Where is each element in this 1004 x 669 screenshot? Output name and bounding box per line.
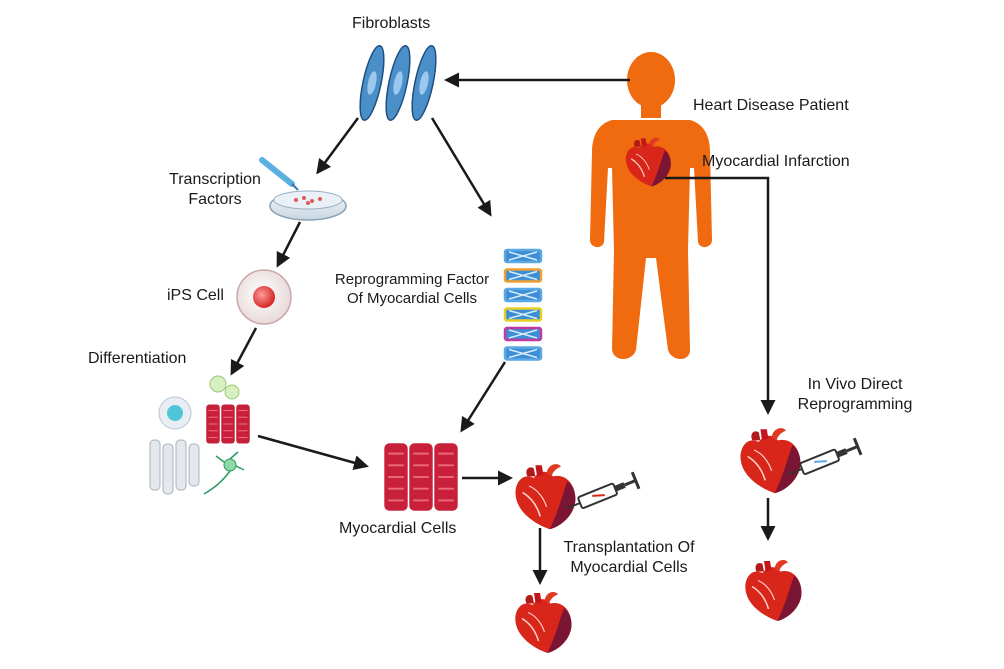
label-ips-cell: iPS Cell [167, 287, 224, 304]
label-fibroblasts: Fibroblasts [352, 15, 431, 32]
transplant-result-heart [514, 591, 573, 654]
reprogramming-factor-band-3 [508, 290, 538, 300]
label-invivo-line1: In Vivo Direct [807, 376, 903, 393]
label-myocardial-infarction: Myocardial Infarction [702, 153, 850, 170]
label-transcription-line2: Factors [188, 191, 242, 208]
patient-silhouette [590, 52, 712, 359]
label-myocardial-cells: Myocardial Cells [339, 520, 457, 537]
reprogramming-factor-band-2 [508, 270, 538, 281]
label-heart-disease-patient: Heart Disease Patient [693, 97, 849, 114]
label-invivo-line2: Reprogramming [797, 396, 913, 413]
ips-cell [236, 269, 292, 325]
reprogramming-factor-band-4 [508, 309, 538, 320]
reprogramming-factor-band-1 [508, 251, 538, 261]
arrow-factors-to-myocardial [460, 361, 507, 433]
invivo-syringe [784, 436, 863, 485]
transplant-syringe [562, 470, 641, 519]
invivo-result-heart [744, 559, 803, 622]
reprogramming-factors [503, 248, 543, 361]
reprogramming-factor-band-5 [508, 329, 538, 339]
arrow-dish-to-ips [276, 221, 302, 268]
label-reprogramming-factor: Reprogramming Factor Of Myocardial Cells [322, 271, 502, 309]
arrow-fibroblasts-to-dish [316, 117, 360, 175]
label-transplantation-line2: Myocardial Cells [570, 559, 688, 576]
fibroblast-cells [354, 43, 442, 123]
arrow-ips-to-differentiation [230, 327, 258, 376]
reprogramming-factor-band-6 [508, 348, 538, 359]
label-transplantation-line1: Transplantation Of [563, 539, 695, 556]
invivo-heart [739, 427, 802, 495]
transplant-heart [514, 463, 577, 531]
label-in-vivo: In Vivo Direct Reprogramming [780, 375, 930, 415]
label-transplantation: Transplantation Of Myocardial Cells [545, 538, 713, 578]
arrow-differentiation-to-myocardial [257, 434, 369, 471]
arrow-fibroblasts-to-factors [430, 117, 492, 217]
arrow-infarction-to-invivo [665, 176, 776, 415]
differentiated-cells [149, 375, 251, 495]
petri-dish [259, 157, 347, 221]
myocardial-cells-group [383, 442, 459, 512]
label-reprogramming-line2: Of Myocardial Cells [346, 289, 478, 307]
label-transcription-line1: Transcription [169, 171, 261, 188]
label-reprogramming-line1: Reprogramming Factor [334, 271, 490, 288]
label-differentiation: Differentiation [88, 350, 187, 367]
label-transcription-factors: Transcription Factors [150, 170, 280, 210]
